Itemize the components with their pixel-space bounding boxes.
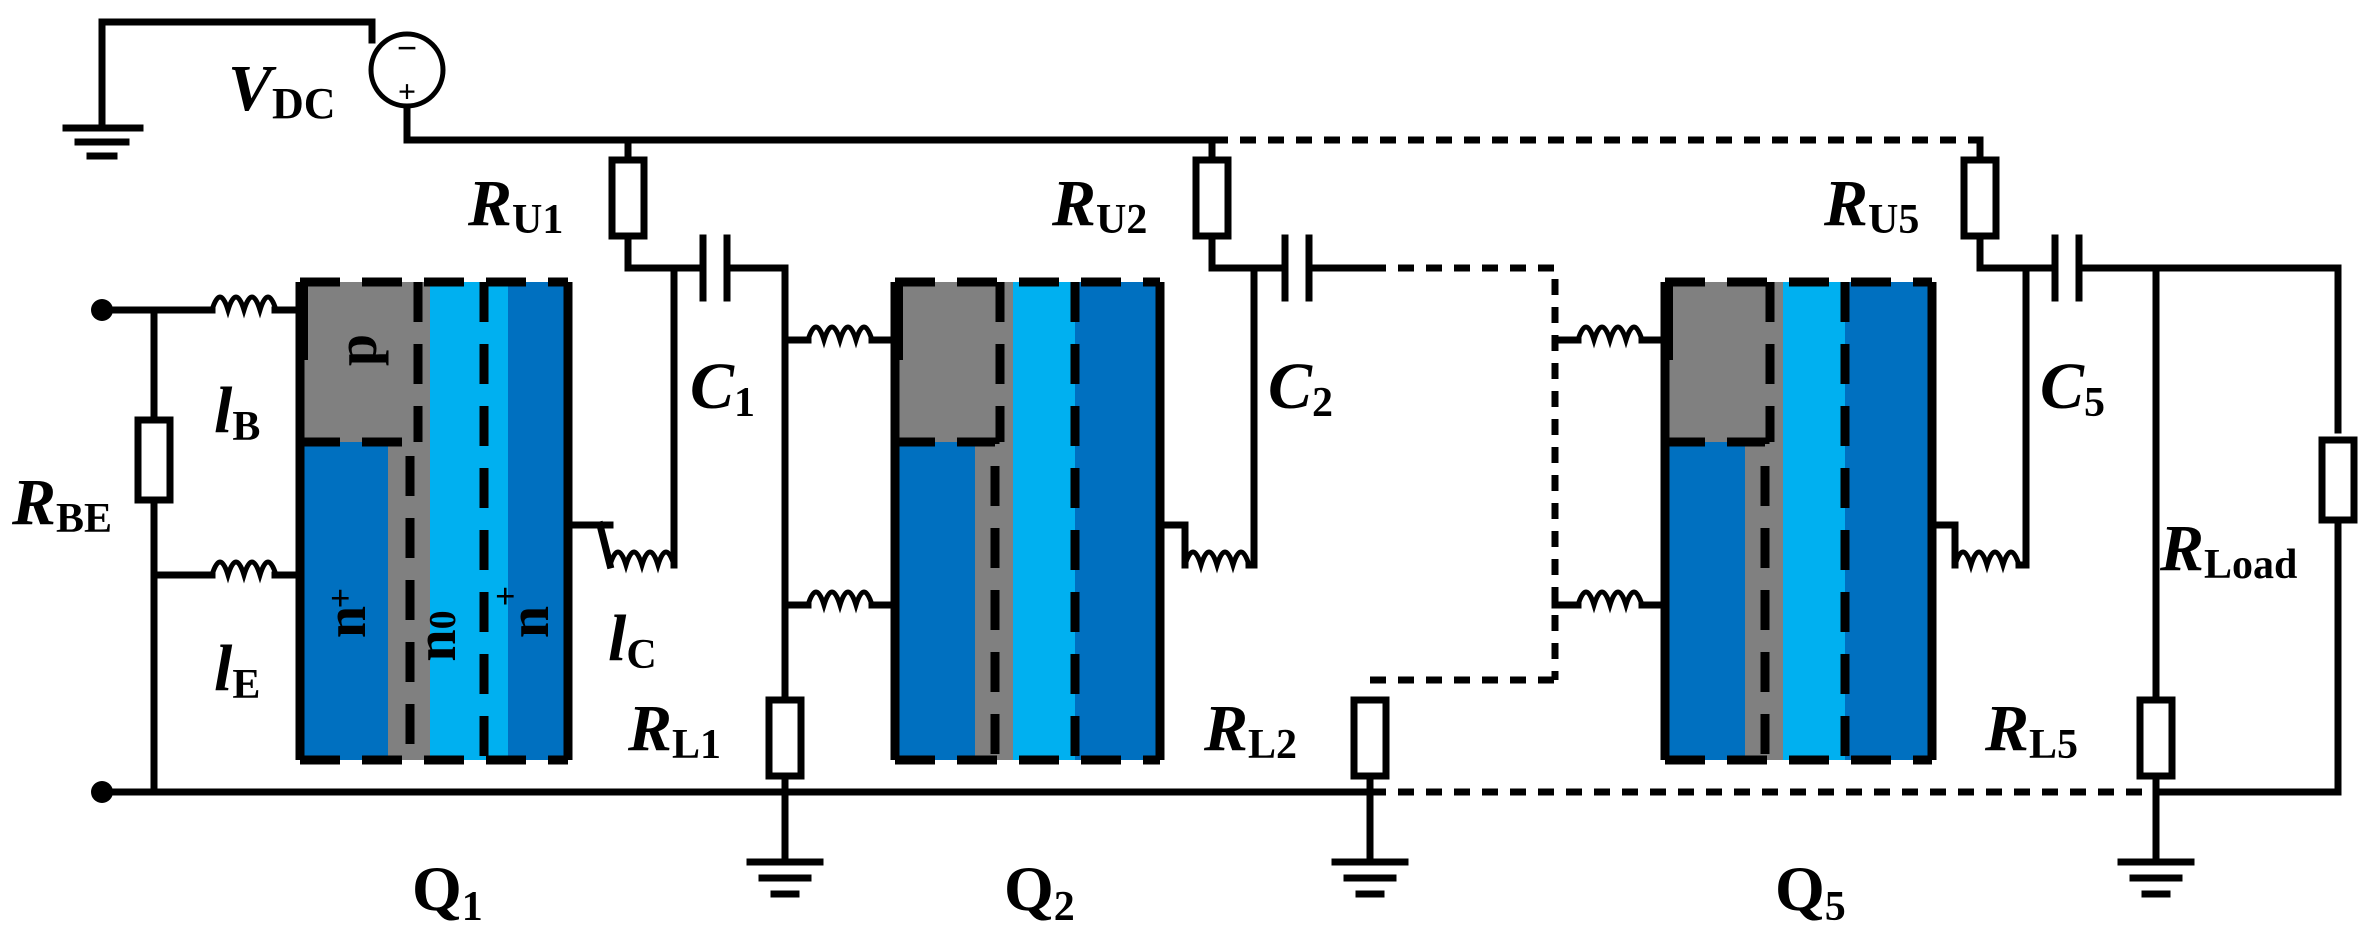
rl1-label: RL1: [627, 692, 721, 768]
ground-3: [2117, 858, 2195, 898]
resistor-rl2: [1350, 696, 1390, 780]
capacitor-c5: [2051, 234, 2083, 302]
q1-n0-layer: [430, 282, 508, 760]
input-terminal-bottom: [91, 781, 113, 803]
capacitor-c1: [699, 234, 731, 302]
q1-n-plus-emitter: [300, 442, 388, 760]
resistor-rl1: [765, 696, 805, 780]
wiring: [62, 18, 2342, 864]
input-terminal-top: [91, 299, 113, 321]
resistor-ru2: [1192, 156, 1232, 240]
q1-plus-right: +: [495, 576, 516, 616]
inductor-lc: [595, 516, 678, 574]
q5-label: Q5: [1775, 853, 1846, 930]
inductor-le: [209, 559, 279, 584]
inductor-q2-base: [805, 324, 875, 349]
inductor-q5-base: [1575, 324, 1645, 349]
ru1-label: RU1: [467, 167, 563, 243]
ru2-label: RU2: [1051, 167, 1147, 243]
source-plus-sign: +: [398, 73, 416, 109]
inductor-lb: [209, 294, 279, 319]
q1-plus-left: +: [330, 578, 351, 618]
capacitor-c2: [1281, 234, 1313, 302]
c1-label: C1: [690, 350, 755, 426]
resistor-ru1: [608, 156, 648, 240]
lb-label: lB: [214, 374, 260, 450]
q1-n-plus-right-label: n: [496, 606, 561, 638]
transistor-q1: [295, 277, 573, 765]
rload-label: RLoad: [2159, 512, 2297, 588]
rbe-label: RBE: [11, 466, 112, 542]
resistor-rload: [2318, 436, 2358, 524]
resistor-rbe: [134, 416, 174, 504]
q1-label: Q1: [412, 853, 483, 930]
transistor-q5: [1660, 277, 1937, 765]
ru5-label: RU5: [1823, 167, 1919, 243]
lc-label: lC: [608, 602, 657, 678]
dc-voltage-source: − +: [368, 28, 446, 109]
q1-p-label: p: [324, 334, 389, 366]
c5-label: C5: [2040, 350, 2105, 426]
q1-n0-label: n0: [403, 610, 468, 661]
inductor-q5-emitter: [1575, 589, 1645, 614]
le-label: lE: [214, 632, 260, 708]
q2-label: Q2: [1004, 853, 1075, 930]
rl5-label: RL5: [1984, 692, 2078, 768]
q1-n-plus-collector: [508, 282, 568, 760]
inductor-q5-collector: [1951, 516, 2030, 574]
source-minus-sign: −: [397, 28, 418, 68]
rl2-label: RL2: [1203, 692, 1297, 768]
transistor-q2: [890, 277, 1165, 765]
ground-1: [746, 858, 824, 898]
resistor-ru5: [1960, 156, 2000, 240]
resistor-rl5: [2136, 696, 2176, 780]
inductor-q2-collector: [1181, 516, 1258, 574]
q1-n-plus-left-label: n: [313, 606, 378, 638]
ground-2: [1331, 858, 1409, 898]
c2-label: C2: [1268, 350, 1333, 426]
vdc-label: VDC: [228, 52, 336, 128]
q1-p-layer: [300, 282, 430, 442]
inductor-q2-emitter: [805, 589, 875, 614]
